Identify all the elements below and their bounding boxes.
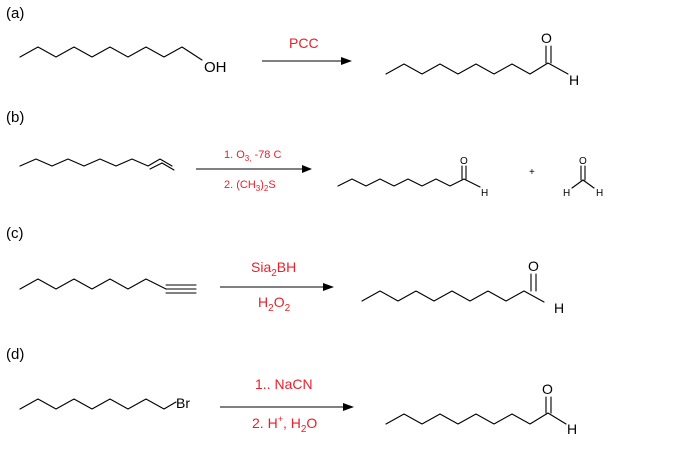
label-b: (b): [6, 109, 24, 126]
octanal-chain-a: [385, 62, 569, 75]
nonene-chain: [19, 158, 173, 167]
label-d: (d): [6, 346, 24, 363]
bromoheptane-chain: [19, 398, 177, 410]
arrowhead-d: [343, 403, 354, 411]
formaldehyde-h-right: H: [596, 188, 603, 199]
reagent-ozone: 1. O3, -78 C: [224, 149, 281, 163]
octanol-chain: [19, 46, 203, 61]
arrowhead-b: [302, 165, 312, 173]
aldehyde-h-a: H: [569, 72, 579, 88]
formaldehyde-h-left: H: [563, 188, 570, 199]
aldehyde-h-d: H: [567, 421, 577, 437]
carbonyl-o-d: O: [542, 381, 553, 397]
aldehyde-h-c: H: [554, 300, 564, 316]
label-c: (c): [6, 225, 24, 242]
aldehyde-h-b: H: [481, 188, 488, 199]
reagent-h2o2: H2O2: [258, 294, 291, 314]
octanal-chain-b: [337, 178, 481, 188]
carbonyl-o-a: O: [541, 30, 552, 46]
reagent-sia2bh: Sia2BH: [251, 259, 296, 279]
label-a: (a): [6, 5, 24, 22]
hydroxyl-label: OH: [204, 59, 227, 76]
octyne-chain: [19, 278, 167, 290]
plus-sign: +: [529, 167, 535, 178]
octanal-chain-d: [385, 412, 567, 425]
octanal-chain-c: [361, 290, 545, 303]
arrowhead-a: [341, 57, 352, 65]
carbonyl-o-c: O: [528, 258, 539, 274]
carbonyl-o-b: O: [460, 156, 468, 167]
arrowhead-c: [323, 283, 334, 291]
formaldehyde-o: O: [579, 156, 587, 167]
reagent-acid-water: 2. H+, H2O: [252, 414, 317, 435]
reagent-dms: 2. (CH3)2S: [224, 179, 276, 193]
reagent-pcc: PCC: [289, 35, 319, 51]
reagent-nacn: 1.. NaCN: [255, 376, 313, 392]
bromine-label: Br: [176, 395, 190, 411]
